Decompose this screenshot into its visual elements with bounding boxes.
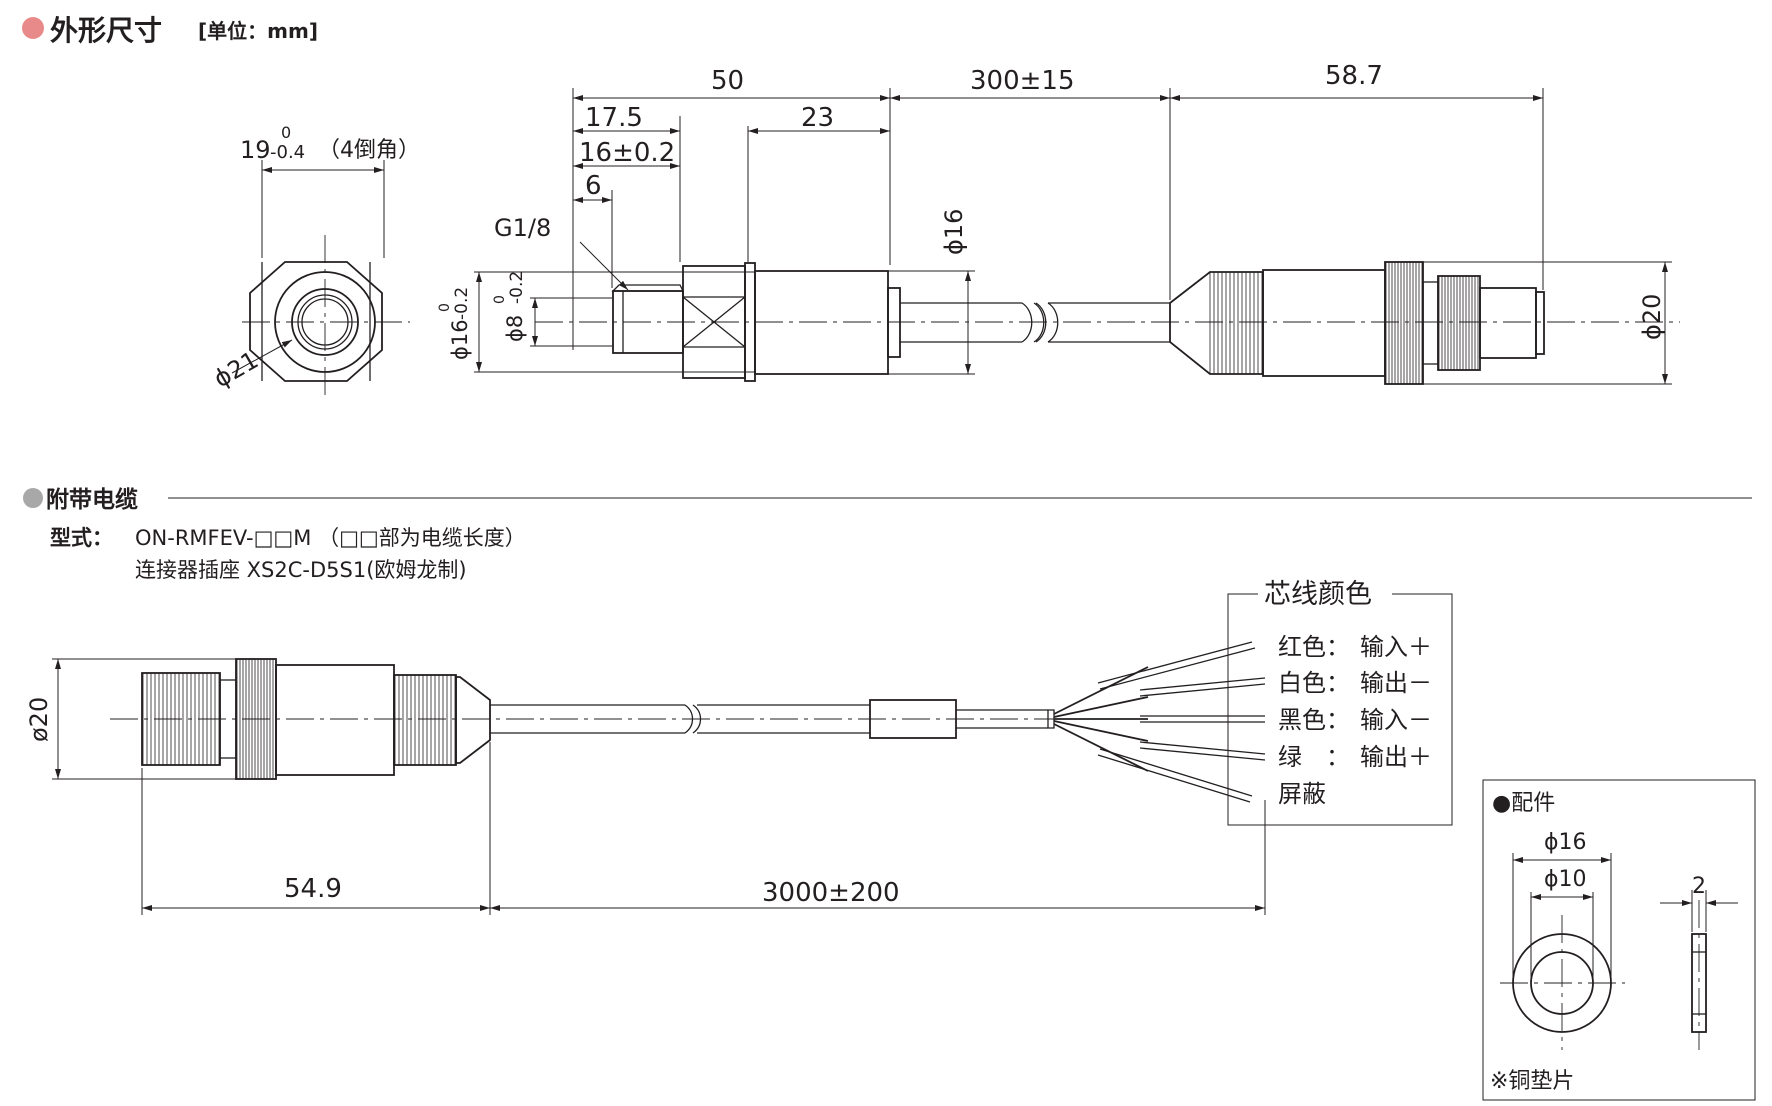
wire-fan (1047, 641, 1266, 803)
wire-row-func-1: 输入＋ (1360, 633, 1432, 661)
knurl-pattern (142, 659, 456, 779)
cable-length-dim-label: 3000±200 (762, 878, 900, 908)
hex-note-label: （4倒角） (318, 138, 420, 163)
dia-16-tol-upper: 0 (437, 303, 453, 312)
dim-total-label: 50 (711, 66, 744, 96)
accessory-outer-dia: ϕ16 (1544, 830, 1587, 855)
dim-6-label: 6 (585, 171, 602, 201)
cable-connector-dim-label: 54.9 (284, 874, 342, 904)
dim-23-label: 23 (801, 103, 834, 133)
dia-16-label: ϕ16 (940, 209, 968, 255)
wire-row-color-1: 红色： (1278, 633, 1350, 661)
cable-bullet-icon (23, 488, 43, 508)
model-value: ON-RMFEV-□□M （□□部为电缆长度） (135, 526, 526, 550)
wire-row-color-5: 屏蔽 (1278, 780, 1326, 808)
cable-view (52, 641, 1266, 915)
socket-value: 连接器插座 XS2C-D5S1(欧姆龙制) (135, 558, 467, 582)
wire-color-title: 芯线颜色 (1264, 579, 1372, 610)
wire-row-func-4: 输出＋ (1360, 743, 1432, 771)
dim-17-5-label: 17.5 (585, 103, 643, 133)
wire-row-func-3: 输入－ (1360, 706, 1432, 734)
accessory-title: ●配件 (1492, 791, 1555, 816)
dia-8-tol-lower: -0.2 (507, 271, 527, 304)
section-bullet-icon (22, 17, 44, 39)
wire-row-func-2: 输出－ (1360, 669, 1432, 697)
wire-row-color-3: 黑色： (1278, 706, 1350, 734)
model-label: 型式： (50, 526, 113, 550)
end-view (231, 160, 410, 400)
accessory-note: ※铜垫片 (1490, 1069, 1574, 1094)
section-title: 外形尺寸 (50, 14, 162, 47)
dim-connector-label: 58.7 (1325, 61, 1383, 91)
dim-16-label: 16±0.2 (579, 138, 675, 168)
hex-tol-lower: -0.4 (270, 142, 305, 163)
hex-dim-label: 19 (240, 136, 271, 164)
thread-label: G1/8 (494, 214, 551, 242)
dia-16-tol-lower: -0.2 (452, 287, 472, 320)
side-view (474, 88, 1680, 385)
unit-label: [单位：mm] (198, 19, 318, 43)
dia-20-label: ϕ20 (1638, 294, 1666, 340)
hex-tol-upper: 0 (281, 123, 291, 142)
knurl-pattern (1209, 262, 1479, 384)
wire-row-color-4: 绿 ： (1278, 743, 1350, 771)
end-diameter-label: ϕ21 (209, 346, 263, 393)
dia-8-tol-label: ϕ8 (503, 315, 527, 342)
dia-16-tol-label: ϕ16 (448, 319, 472, 360)
dia-8-tol-upper: 0 (492, 295, 508, 304)
wire-row-color-2: 白色： (1278, 669, 1350, 697)
cable-dia-label: ø20 (25, 697, 53, 742)
accessory-box (1482, 779, 1756, 1101)
dim-cable-label: 300±15 (970, 66, 1075, 96)
accessory-thickness: 2 (1692, 874, 1706, 899)
accessory-inner-dia: ϕ10 (1544, 867, 1587, 892)
cable-section-title: 附带电缆 (46, 486, 138, 513)
wire-color-box (1227, 593, 1453, 826)
